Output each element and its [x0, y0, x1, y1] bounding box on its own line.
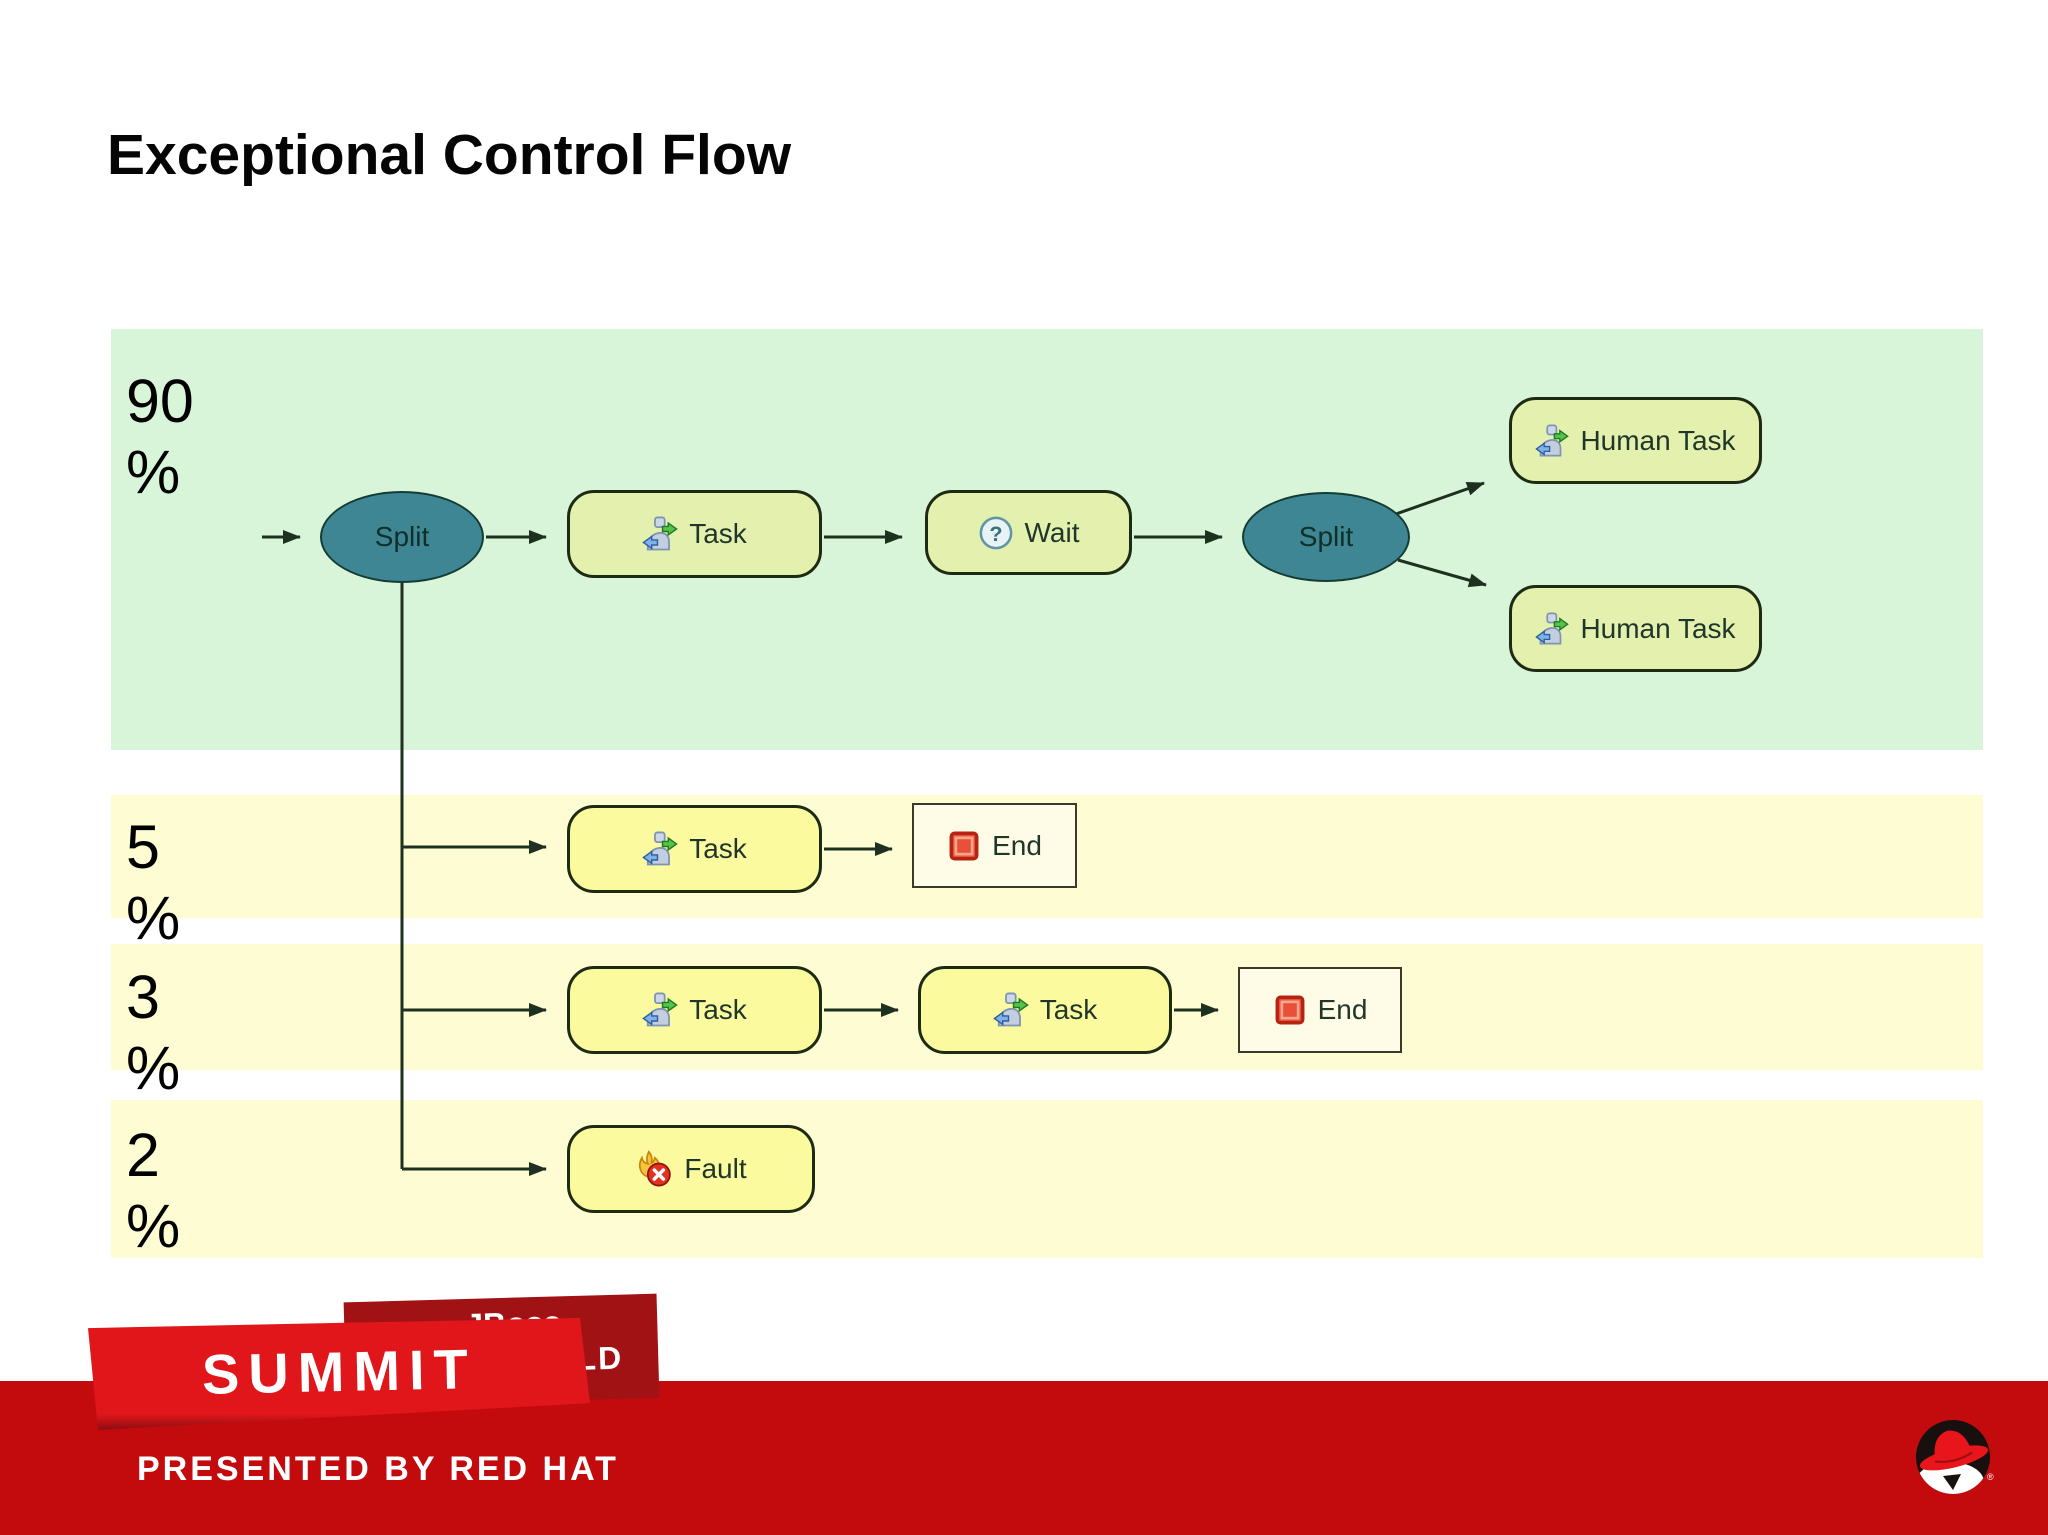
- node-human-task-top: Human Task: [1509, 397, 1762, 484]
- node-end-3-label: End: [1317, 994, 1368, 1025]
- label-2-unit: %: [126, 1192, 181, 1260]
- end-terminate-icon: [947, 829, 981, 863]
- label-90-unit: %: [126, 438, 181, 506]
- end-terminate-icon: [1273, 993, 1307, 1027]
- label-5-unit: %: [126, 884, 181, 952]
- node-wait-label: Wait: [1024, 516, 1080, 548]
- label-90-percent: 90%: [126, 366, 194, 508]
- band-2-percent: [111, 1100, 1983, 1258]
- gateway-split-1: Split: [320, 491, 484, 583]
- node-task-3a-label: Task: [689, 994, 747, 1025]
- node-fault-label: Fault: [684, 1153, 747, 1184]
- gateway-split-1-label: Split: [374, 521, 430, 552]
- human-task-icon: [642, 831, 678, 867]
- label-3-percent: 3%: [126, 962, 180, 1104]
- label-90-value: 90: [126, 367, 194, 435]
- node-human-task-bottom-label: Human Task: [1580, 612, 1736, 644]
- wait-question-icon: ?: [979, 516, 1012, 549]
- gateway-split-2: Split: [1242, 492, 1410, 582]
- human-task-icon: [642, 516, 678, 552]
- node-end-3: End: [1238, 967, 1402, 1053]
- gateway-split-2-label: Split: [1298, 521, 1354, 552]
- node-task-5: Task: [567, 805, 822, 893]
- registered-trademark: ®: [1987, 1472, 1994, 1482]
- node-task-5-label: Task: [689, 833, 747, 864]
- node-task-90: Task: [567, 490, 822, 578]
- label-5-percent: 5%: [126, 812, 180, 954]
- node-fault: Fault: [567, 1125, 815, 1213]
- label-5-value: 5: [126, 813, 160, 881]
- red-hat-shadowman-logo: ®: [1916, 1420, 1994, 1494]
- node-wait: ? Wait: [925, 490, 1132, 575]
- node-task-90-label: Task: [689, 518, 747, 549]
- label-3-value: 3: [126, 963, 160, 1031]
- label-2-percent: 2%: [126, 1120, 180, 1262]
- node-task-3b: Task: [918, 966, 1172, 1054]
- human-task-icon: [1535, 424, 1569, 458]
- node-end-5-label: End: [992, 829, 1042, 861]
- presented-by-red-hat-text: PRESENTED BY RED HAT: [137, 1450, 619, 1488]
- node-end-5: End: [912, 803, 1077, 888]
- fault-error-icon: [635, 1150, 673, 1188]
- summit-logo: SUMMIT: [200, 1336, 477, 1406]
- human-task-icon: [1535, 612, 1569, 646]
- page-title: Exceptional Control Flow: [107, 123, 792, 187]
- node-task-3a: Task: [567, 966, 822, 1054]
- label-3-unit: %: [126, 1034, 181, 1102]
- human-task-icon: [642, 992, 678, 1028]
- node-task-3b-label: Task: [1039, 994, 1098, 1025]
- svg-text:?: ?: [989, 520, 1002, 545]
- label-2-value: 2: [126, 1121, 160, 1189]
- human-task-icon: [993, 992, 1029, 1028]
- node-human-task-top-label: Human Task: [1580, 424, 1736, 456]
- node-human-task-bottom: Human Task: [1509, 585, 1762, 672]
